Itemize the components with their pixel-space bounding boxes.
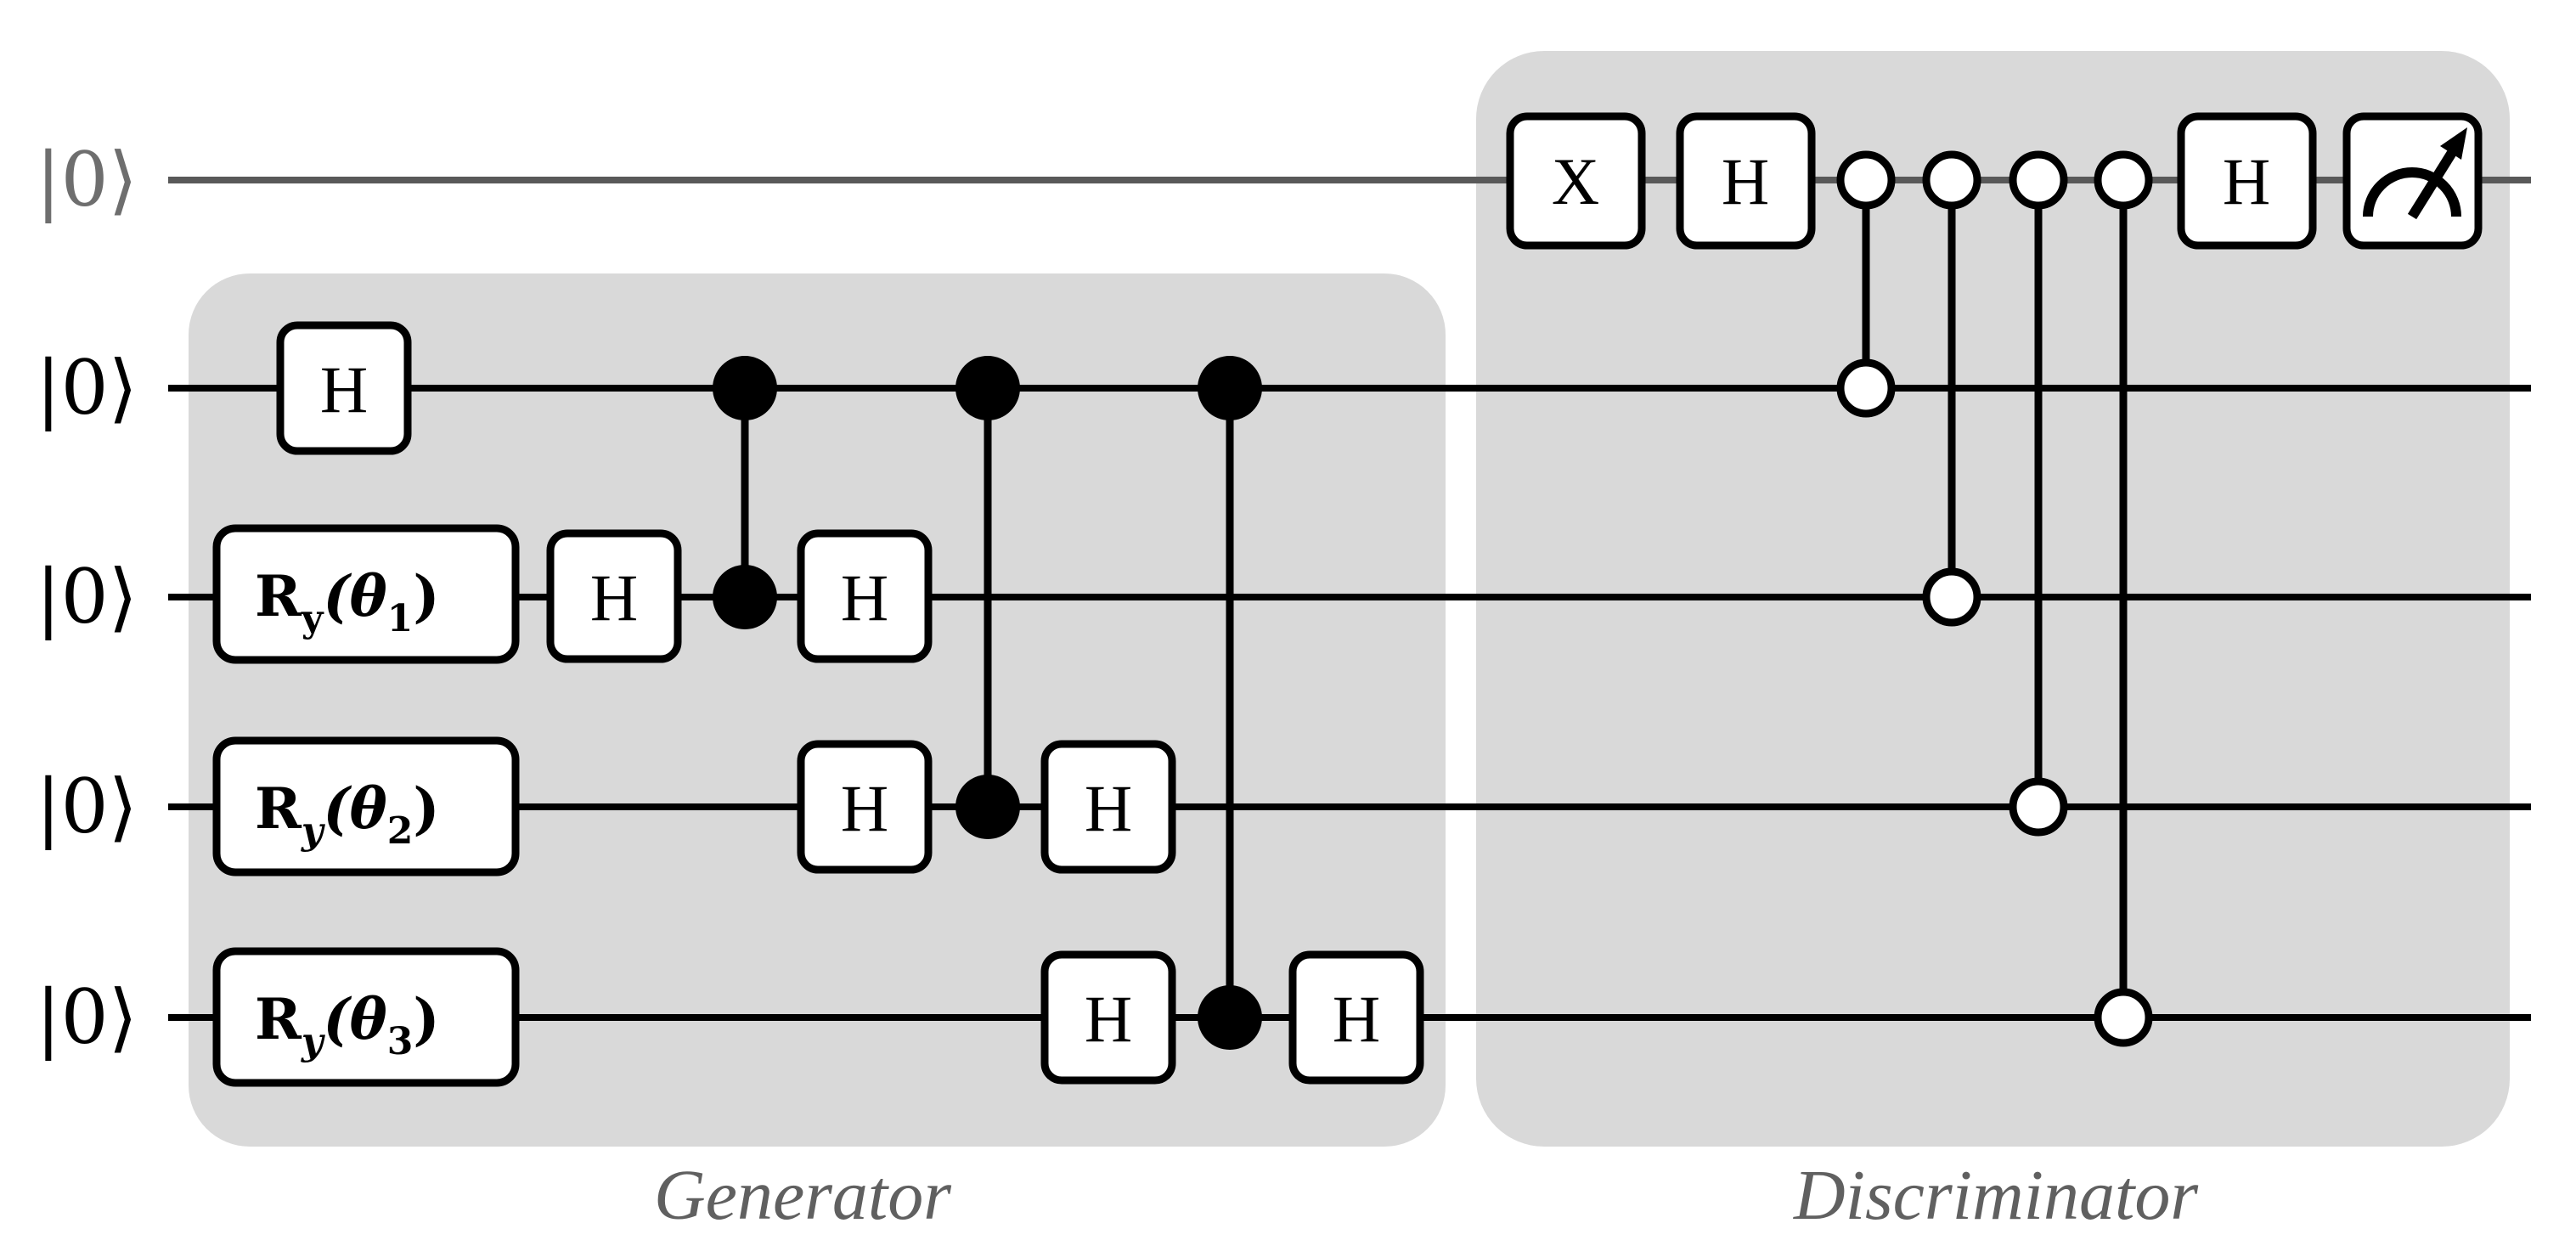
svg-text:H: H	[590, 561, 638, 634]
ctrl-ancilla-q2	[1922, 150, 1981, 627]
ket-q3: |0⟩	[36, 763, 138, 850]
ry-gate-theta2: Ry(θ2)	[212, 736, 520, 877]
h-gate-q4-b: H	[1288, 950, 1424, 1085]
svg-text:H: H	[2223, 144, 2270, 218]
h-gate-q4-a: H	[1040, 950, 1176, 1085]
ctrl-ancilla-q4	[2094, 150, 2153, 1047]
h-gate-q2-b: H	[797, 529, 933, 663]
svg-text:Ry(θ3): Ry(θ3)	[255, 986, 440, 1063]
ry-gate-theta1: Ry(θ1)	[212, 524, 520, 664]
h-gate-q3-a: H	[797, 740, 933, 874]
ket-q2: |0⟩	[36, 553, 138, 640]
svg-text:X: X	[1552, 144, 1599, 218]
ket-q4: |0⟩	[36, 973, 138, 1061]
ctrl-ancilla-q3	[2009, 150, 2068, 837]
x-gate-ancilla: X	[1506, 112, 1646, 250]
svg-text:H: H	[1333, 982, 1380, 1056]
h-gate-ancilla-b: H	[2177, 112, 2317, 250]
generator-caption: Generator	[654, 1156, 951, 1235]
ctrl-ancilla-q1	[1836, 150, 1896, 418]
generator-panel	[189, 273, 1446, 1147]
ry-gate-theta3: Ry(θ3)	[212, 947, 520, 1087]
svg-text:H: H	[841, 771, 888, 845]
svg-text:H: H	[1722, 144, 1769, 218]
svg-text:H: H	[841, 561, 888, 634]
ket-ancilla: |0⟩	[36, 136, 138, 223]
h-gate-q3-b: H	[1040, 740, 1176, 874]
ket-q1: |0⟩	[36, 344, 138, 431]
svg-text:H: H	[1085, 982, 1132, 1056]
svg-text:Ry(θ2): Ry(θ2)	[255, 775, 440, 853]
cz-q1-q2	[713, 356, 777, 629]
h-gate-q2-a: H	[546, 529, 682, 663]
h-gate-q1: H	[276, 321, 412, 455]
cz-q1-q4	[1198, 356, 1262, 1050]
svg-text:Ry(θ1): Ry(θ1)	[255, 563, 440, 640]
cz-q1-q3	[955, 356, 1020, 839]
svg-text:H: H	[1085, 771, 1132, 845]
h-gate-ancilla-a: H	[1676, 112, 1816, 250]
discriminator-caption: Discriminator	[1793, 1156, 2198, 1235]
svg-text:H: H	[320, 352, 368, 426]
meter-icon	[2342, 112, 2483, 250]
